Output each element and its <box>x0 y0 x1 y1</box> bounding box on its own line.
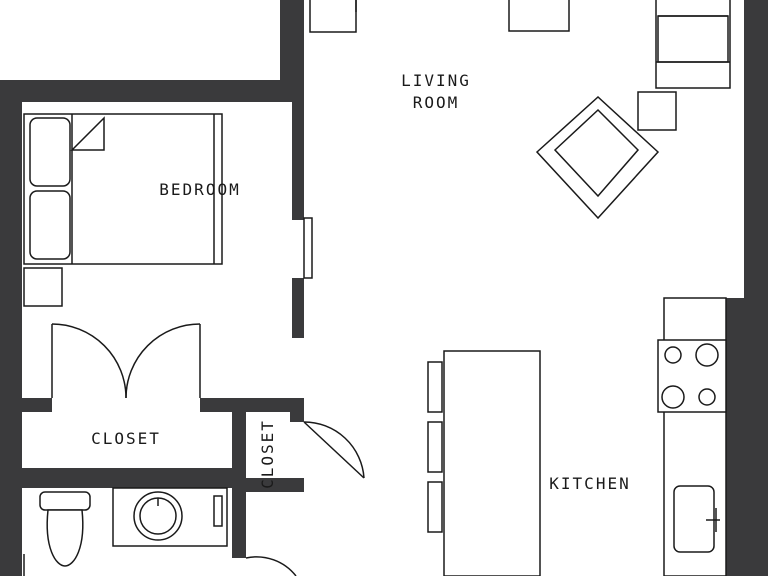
wall-closet-bath <box>22 468 246 488</box>
doors <box>51 323 365 576</box>
bar-stools <box>427 361 443 533</box>
chair-top-left <box>309 0 357 33</box>
sofa <box>655 0 731 89</box>
wall-living-left-lower <box>292 278 304 338</box>
wall-right-exterior-bottom <box>726 298 768 576</box>
bedroom-furniture <box>23 113 223 307</box>
kitchen-island <box>443 350 541 576</box>
bathroom-fixtures <box>23 487 228 576</box>
label-kitchen: KITCHEN <box>549 474 631 493</box>
door-bathroom <box>245 556 297 576</box>
table-top-center <box>508 0 570 32</box>
label-living-line1: LIVING <box>401 71 471 90</box>
door-bedroom-closet-double <box>51 323 201 399</box>
wall-right-exterior-top <box>744 0 768 298</box>
label-closet-main: CLOSET <box>91 429 161 448</box>
kitchen-sink <box>673 485 720 553</box>
kitchen-fixtures <box>427 297 727 576</box>
side-table <box>637 91 677 131</box>
armchair <box>535 95 660 220</box>
window-living <box>303 217 313 279</box>
toilet <box>39 491 91 567</box>
label-living-room: LIVING ROOM <box>376 70 496 114</box>
door-small-closet <box>303 421 365 479</box>
wall-small-closet-bottom <box>246 478 304 492</box>
nightstand <box>23 267 63 307</box>
label-bedroom: BEDROOM <box>159 180 241 199</box>
bed <box>23 113 223 265</box>
label-closet-small: CLOSET <box>258 419 277 489</box>
wall-bedroom-closet-left <box>22 398 52 412</box>
vanity <box>112 487 228 547</box>
wall-left-exterior <box>0 80 22 576</box>
living-room-furniture <box>309 0 731 220</box>
stove <box>657 339 727 413</box>
wall-top-left-horizontal <box>0 80 304 102</box>
windows <box>303 217 313 279</box>
wall-living-left <box>292 0 304 220</box>
label-living-line2: ROOM <box>412 93 460 112</box>
wall-small-closet-right <box>290 398 304 422</box>
wall-bedroom-closet-right <box>200 398 304 412</box>
